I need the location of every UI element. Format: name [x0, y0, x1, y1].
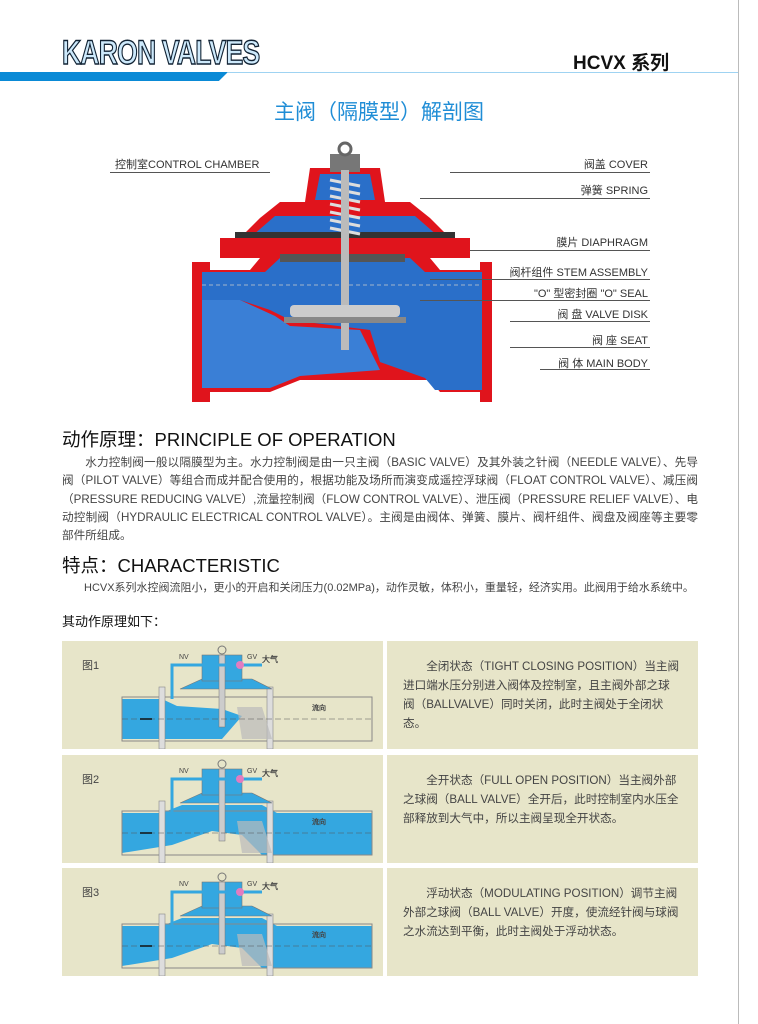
state-figure: 图1 NV GV 大气 流向 — [62, 641, 383, 749]
leader-line — [420, 300, 650, 301]
flow-label: 流向 — [312, 819, 326, 826]
gv-ball-valve — [236, 661, 244, 669]
flow-label: 流向 — [312, 705, 326, 712]
valve-cutaway-diagram — [192, 141, 492, 402]
leader-line — [540, 369, 650, 370]
state-text: 全闭状态（TIGHT CLOSING POSITION）当主阀进口端水压分别进入… — [403, 660, 680, 730]
state-description: 浮动状态（MODULATING POSITION）调节主阀外部之球阀（BALL … — [387, 868, 698, 976]
gv-label: GV — [247, 881, 258, 888]
state-description: 全闭状态（TIGHT CLOSING POSITION）当主阀进口端水压分别进入… — [387, 641, 698, 749]
leader-line — [510, 321, 650, 322]
flow-label: 流向 — [312, 932, 326, 939]
nv-label: NV — [179, 654, 189, 661]
figure-number: 图1 — [82, 660, 100, 672]
valve-state-illustration — [121, 645, 373, 749]
label-spring: 弹簧 SPRING — [580, 185, 648, 197]
state-description: 全开状态（FULL OPEN POSITION）当主阀外部之球阀（BALL VA… — [387, 755, 698, 863]
operation-state-row: 图1 NV GV 大气 流向 全闭状态（TIGHT CLO — [62, 641, 698, 749]
atmosphere-label: 大气 — [262, 769, 278, 778]
operation-heading: 其动作原理如下： — [62, 614, 167, 629]
state-text: 浮动状态（MODULATING POSITION）调节主阀外部之球阀（BALL … — [403, 887, 679, 938]
nv-label: NV — [179, 881, 189, 888]
leader-line — [430, 279, 650, 280]
operation-state-row: 图2 NV GV 大气 流向 全开状态（FULL OPEN — [62, 755, 698, 863]
operation-panels: 图1 NV GV 大气 流向 全闭状态（TIGHT CLO — [62, 641, 698, 977]
label-stem-assembly: 阀杆组件 STEM ASSEMBLY — [509, 267, 648, 279]
label-o-seal: "O" 型密封圈 "O" SEAL — [533, 288, 648, 300]
label-diaphragm: 膜片 DIAPHRAGM — [556, 237, 648, 249]
atmosphere-label: 大气 — [262, 882, 278, 891]
characteristic-text: HCVX系列水控阀流阻小，更小的开启和关闭压力(0.02MPa)，动作灵敏，体积… — [84, 582, 694, 594]
leader-line — [420, 198, 650, 199]
state-text: 全开状态（FULL OPEN POSITION）当主阀外部之球阀（BALL VA… — [403, 774, 679, 825]
leader-line — [450, 172, 650, 173]
figure-number: 图3 — [82, 887, 100, 899]
series-title: HCVX 系列 — [573, 53, 670, 74]
principle-heading: 动作原理：PRINCIPLE OF OPERATION — [62, 429, 396, 450]
header-divider — [228, 72, 738, 73]
valve-state-illustration — [121, 872, 373, 976]
label-control-chamber: 控制室CONTROL CHAMBER — [115, 159, 260, 171]
state-figure: 图3 NV GV 大气 流向 — [62, 868, 383, 976]
header-accent-bar — [0, 72, 228, 81]
page-edge-line — [738, 0, 739, 1024]
gv-label: GV — [247, 654, 258, 661]
gv-ball-valve — [236, 888, 244, 896]
figure-number: 图2 — [82, 774, 100, 786]
valve-state-illustration — [121, 759, 373, 863]
label-main-body: 阀 体 MAIN BODY — [558, 358, 648, 370]
atmosphere-label: 大气 — [262, 655, 278, 664]
state-figure: 图2 NV GV 大气 流向 — [62, 755, 383, 863]
operation-state-row: 图3 NV GV 大气 流向 浮动状态（MODULATIN — [62, 868, 698, 976]
label-seat: 阀 座 SEAT — [591, 335, 648, 347]
leader-line — [470, 250, 650, 251]
leader-line — [510, 347, 650, 348]
nv-label: NV — [179, 768, 189, 775]
label-cover: 阀盖 COVER — [583, 159, 648, 171]
valve-disk — [290, 305, 400, 317]
gv-ball-valve — [236, 775, 244, 783]
brand-logo: KARON VALVES — [61, 33, 260, 72]
stem — [341, 170, 349, 350]
principle-text: 水力控制阀一般以隔膜型为主。水力控制阀是由一只主阀（BASIC VALVE）及其… — [62, 456, 698, 543]
leader-line — [110, 172, 270, 173]
gv-label: GV — [247, 768, 258, 775]
diagram-title: 主阀（隔膜型）解剖图 — [274, 101, 484, 124]
label-valve-disk: 阀 盘 VALVE DISK — [557, 309, 648, 321]
characteristic-heading: 特点：CHARACTERISTIC — [62, 555, 280, 576]
